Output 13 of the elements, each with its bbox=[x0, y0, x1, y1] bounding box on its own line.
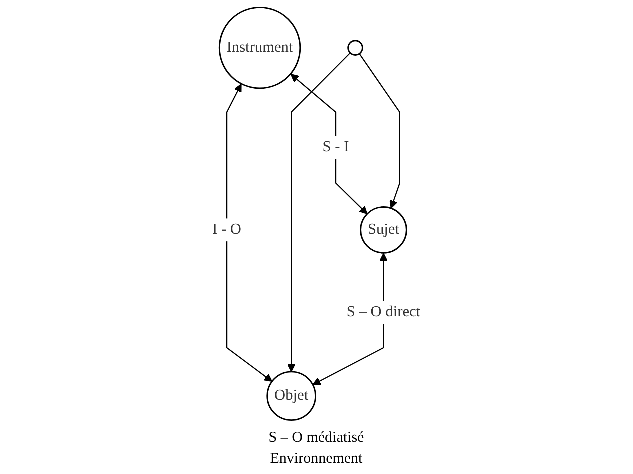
edge-label: I - O bbox=[212, 222, 242, 238]
note-text: Environnement bbox=[270, 451, 363, 468]
edge-label: S – O direct bbox=[346, 304, 421, 320]
arrow bbox=[359, 54, 400, 209]
arrow bbox=[287, 52, 351, 372]
arrow bbox=[290, 74, 368, 214]
arrow bbox=[226, 84, 272, 382]
node-ellipse bbox=[348, 40, 364, 56]
node-circle: Instrument bbox=[218, 6, 302, 90]
node-circle: Sujet bbox=[360, 206, 408, 254]
edge-label: S - I bbox=[322, 139, 350, 156]
node-circle: Objet bbox=[266, 371, 316, 422]
note-text: S – O médiatisé bbox=[268, 430, 364, 447]
